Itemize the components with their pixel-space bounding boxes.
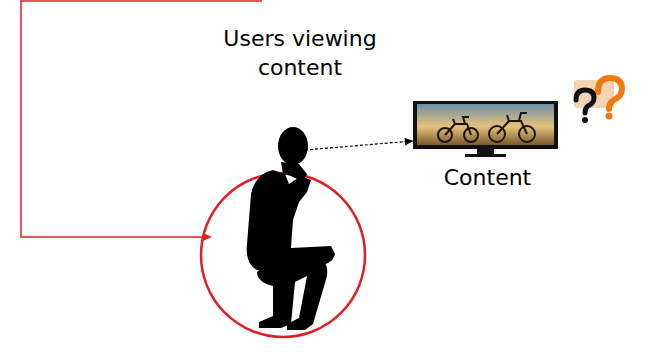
user-node: Users viewing content (195, 24, 405, 344)
question-mark-icon (574, 78, 622, 123)
leader-line (21, 0, 262, 2)
dashed-arrow (305, 138, 413, 150)
content-node: Content (405, 97, 570, 202)
monitor-stand (477, 149, 494, 154)
person-silhouette (247, 127, 335, 330)
monitor-frame (413, 101, 558, 149)
monitor-base (465, 154, 506, 157)
leader-line (21, 0, 205, 237)
node-label: Content (405, 163, 570, 192)
motorcycle-picture (438, 113, 535, 142)
monitor-screen (417, 104, 554, 145)
monitor-illustration (405, 97, 570, 161)
node-heading: Users viewing content (195, 24, 405, 82)
